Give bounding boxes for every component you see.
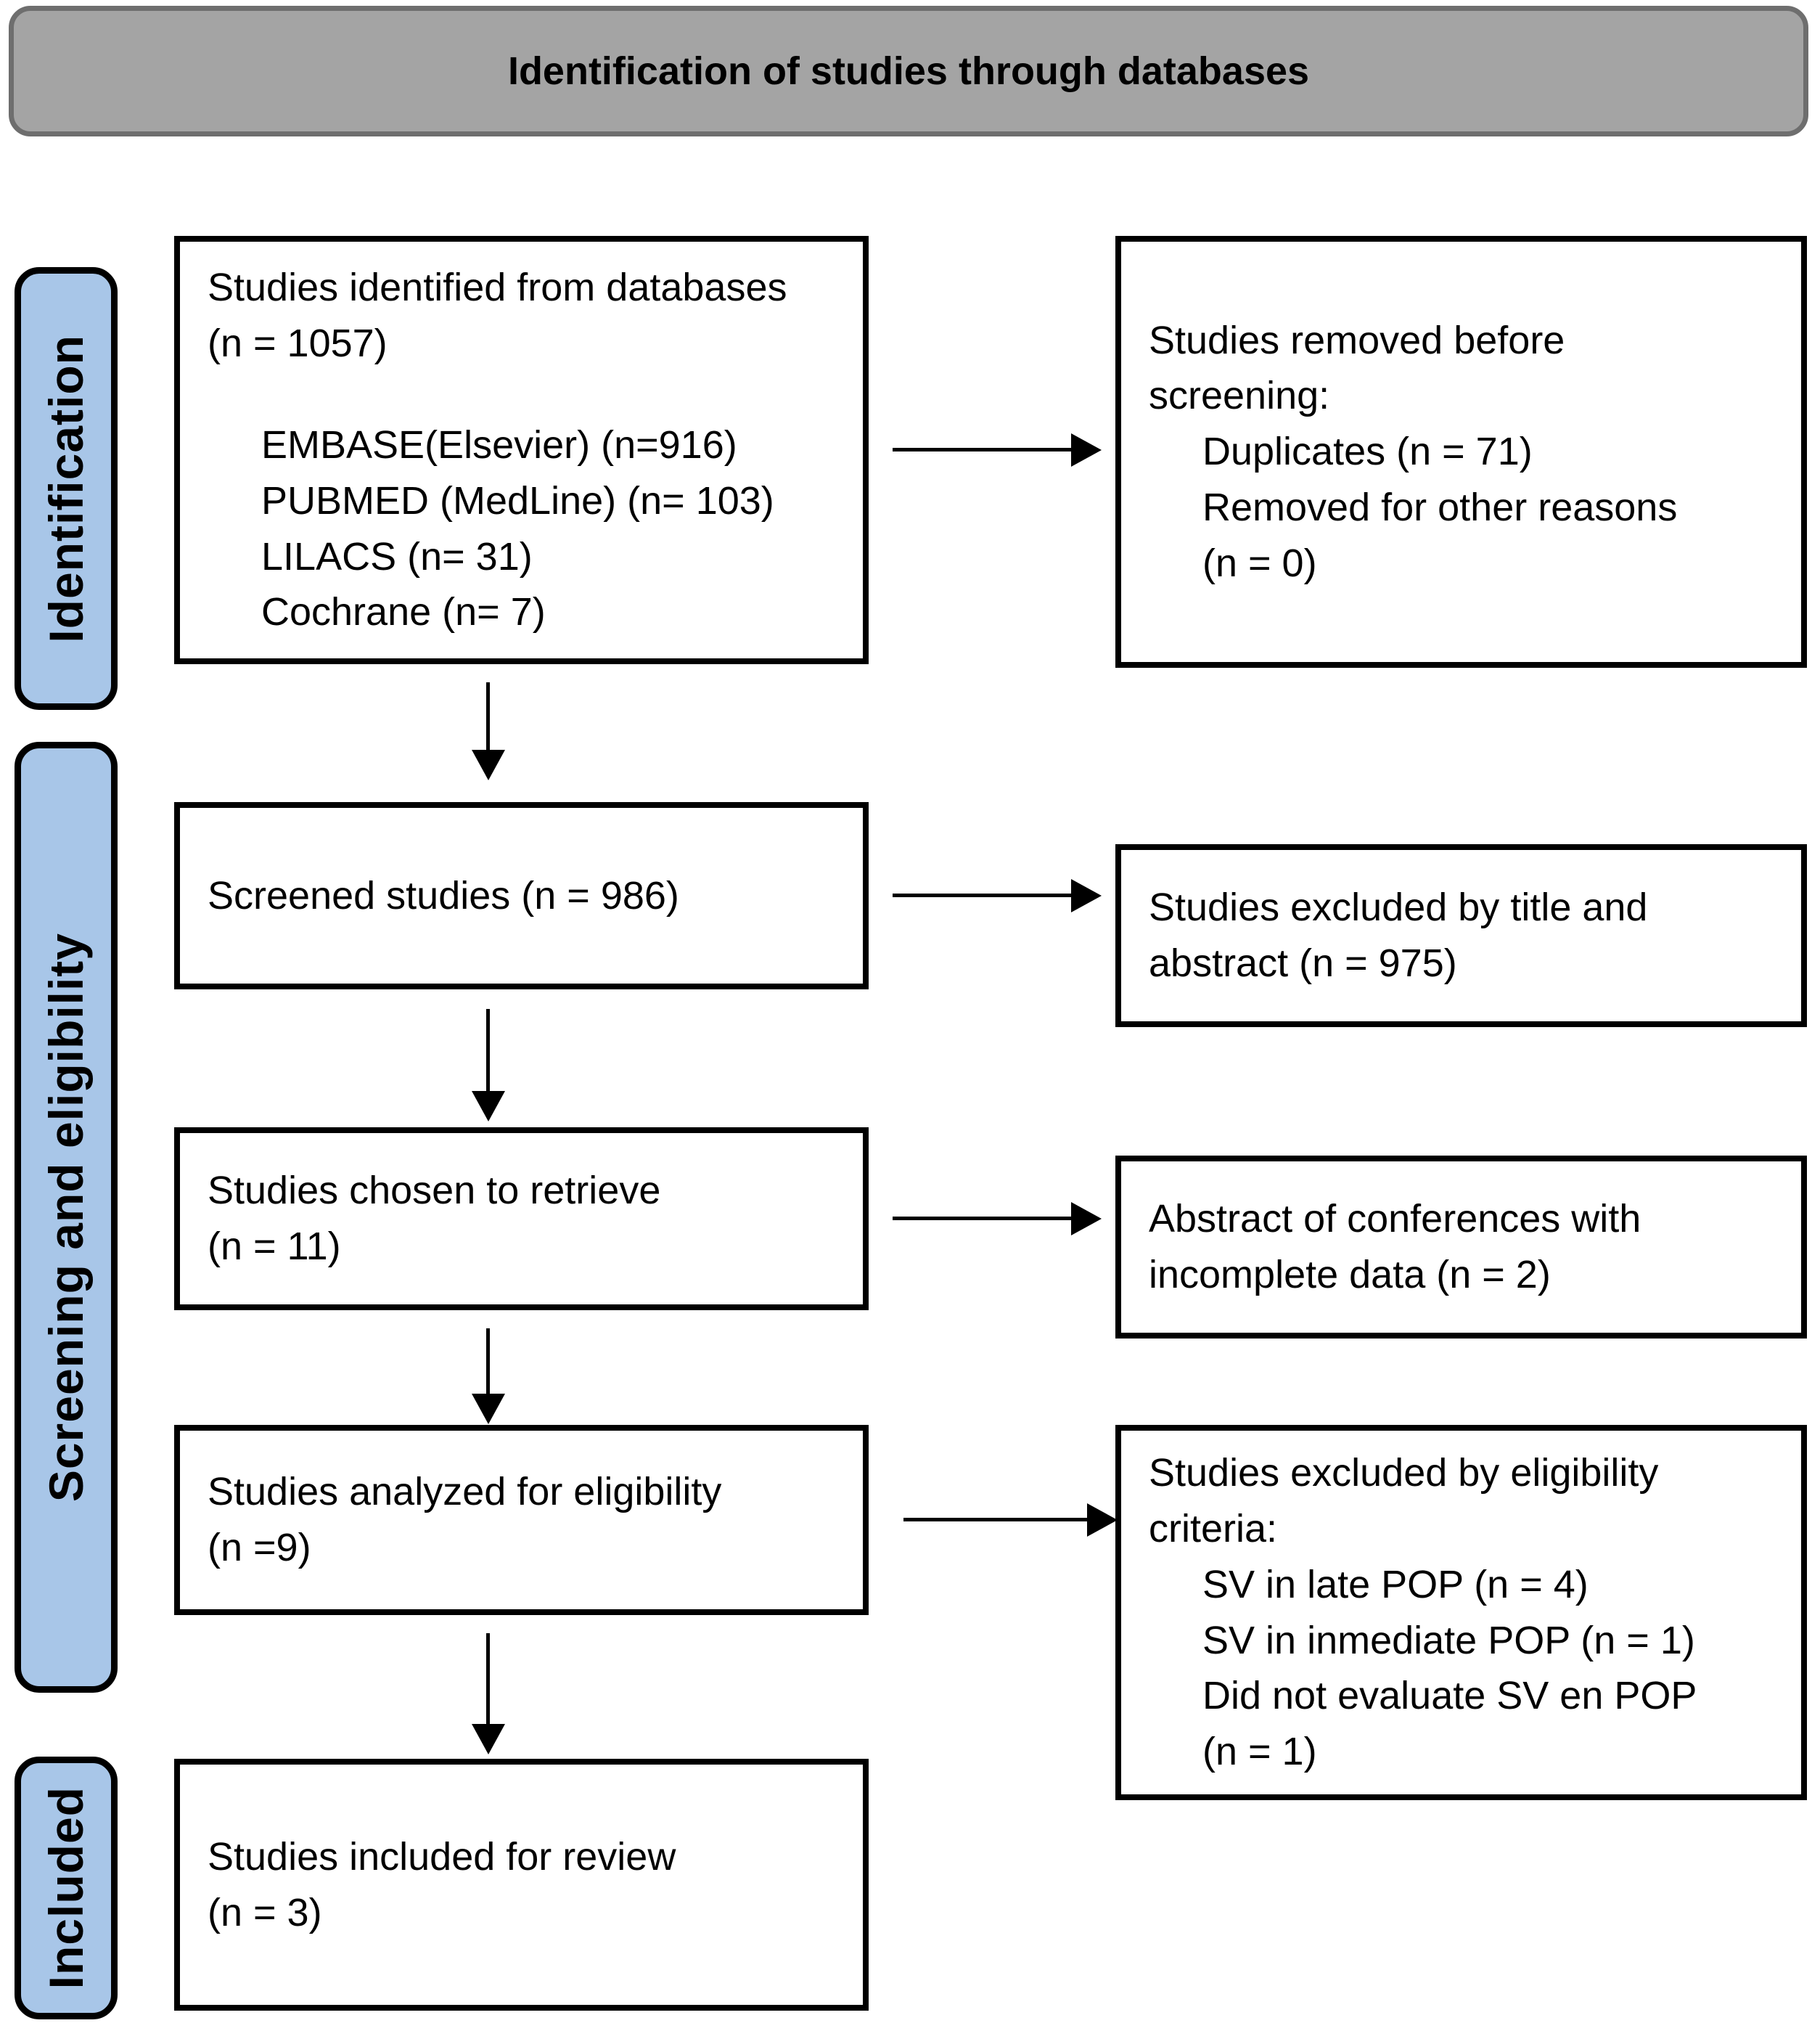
box-studies-removed-before-screening: Studies removed before screening: Duplic… — [1115, 236, 1807, 668]
box-studies-identified: Studies identified from databases (n = 1… — [174, 236, 869, 664]
arrow-analyzed-to-included — [486, 1633, 490, 1725]
database-item: PUBMED (MedLine) (n= 103) — [261, 479, 774, 523]
box-excluded-by-eligibility-criteria: Studies excluded by eligibility criteria… — [1115, 1425, 1807, 1800]
box-screened-studies-text: Screened studies (n = 986) — [208, 873, 679, 917]
box-studies-chosen-to-retrieve: Studies chosen to retrieve (n = 11) — [174, 1127, 869, 1310]
box-excluded-by-eligibility-criteria-text: Studies excluded by eligibility criteria… — [1149, 1451, 1659, 1551]
stage-label-included: Included — [15, 1757, 118, 2019]
box-conference-abstracts-incomplete-data-text: Abstract of conferences with incomplete … — [1149, 1197, 1641, 1296]
box-studies-analyzed-for-eligibility: Studies analyzed for eligibility (n =9) — [174, 1425, 869, 1615]
database-item: EMBASE(Elsevier) (n=916) — [261, 423, 737, 467]
box-studies-included-for-review-text: Studies included for review (n = 3) — [208, 1834, 676, 1934]
box-studies-removed-before-screening-text: Studies removed before screening: — [1149, 318, 1565, 418]
box-studies-analyzed-for-eligibility-text: Studies analyzed for eligibility (n =9) — [208, 1470, 722, 1569]
box-studies-identified-list: EMBASE(Elsevier) (n=916) PUBMED (MedLine… — [208, 417, 843, 640]
box-excluded-by-eligibility-criteria-list: SV in late POP (n = 4) SV in inmediate P… — [1149, 1557, 1781, 1780]
arrow-chosen-to-analyzed — [486, 1328, 490, 1395]
stage-label-screening-eligibility: Screening and eligibility — [15, 742, 118, 1693]
database-item: LILACS (n= 31) — [261, 534, 533, 579]
arrow-identified-to-removed — [893, 448, 1073, 451]
removal-reason-item: Duplicates (n = 71) — [1202, 430, 1533, 474]
arrow-chosen-to-conference-abstracts — [893, 1217, 1073, 1220]
stage-label-included-text: Included — [39, 1786, 93, 1990]
box-screened-studies: Screened studies (n = 986) — [174, 802, 869, 989]
box-studies-identified-text: Studies identified from databases (n = 1… — [208, 265, 787, 365]
arrow-identified-to-screened — [486, 682, 490, 751]
box-excluded-by-title-abstract: Studies excluded by title and abstract (… — [1115, 844, 1807, 1027]
box-studies-included-for-review: Studies included for review (n = 3) — [174, 1759, 869, 2011]
exclusion-reason-item: SV in late POP (n = 4) — [1202, 1562, 1589, 1606]
box-studies-chosen-to-retrieve-text: Studies chosen to retrieve (n = 11) — [208, 1169, 661, 1268]
exclusion-reason-item: Did not evaluate SV en POP (n = 1) — [1202, 1674, 1697, 1773]
box-excluded-by-title-abstract-text: Studies excluded by title and abstract (… — [1149, 886, 1648, 985]
arrow-analyzed-to-excluded-eligibility — [903, 1518, 1089, 1521]
database-item: Cochrane (n= 7) — [261, 590, 546, 634]
banner: Identification of studies through databa… — [9, 6, 1808, 136]
stage-label-identification-text: Identification — [39, 334, 93, 643]
box-studies-removed-before-screening-list: Duplicates (n = 71) Removed for other re… — [1149, 424, 1781, 591]
stage-label-screening-eligibility-text: Screening and eligibility — [39, 932, 93, 1503]
box-conference-abstracts-incomplete-data: Abstract of conferences with incomplete … — [1115, 1156, 1807, 1339]
removal-reason-item: Removed for other reasons (n = 0) — [1202, 485, 1678, 585]
exclusion-reason-item: SV in inmediate POP (n = 1) — [1202, 1618, 1695, 1662]
arrow-screened-to-excluded-title — [893, 894, 1073, 897]
arrow-screened-to-chosen — [486, 1009, 490, 1092]
banner-title: Identification of studies through databa… — [507, 49, 1310, 93]
stage-label-identification: Identification — [15, 267, 118, 710]
